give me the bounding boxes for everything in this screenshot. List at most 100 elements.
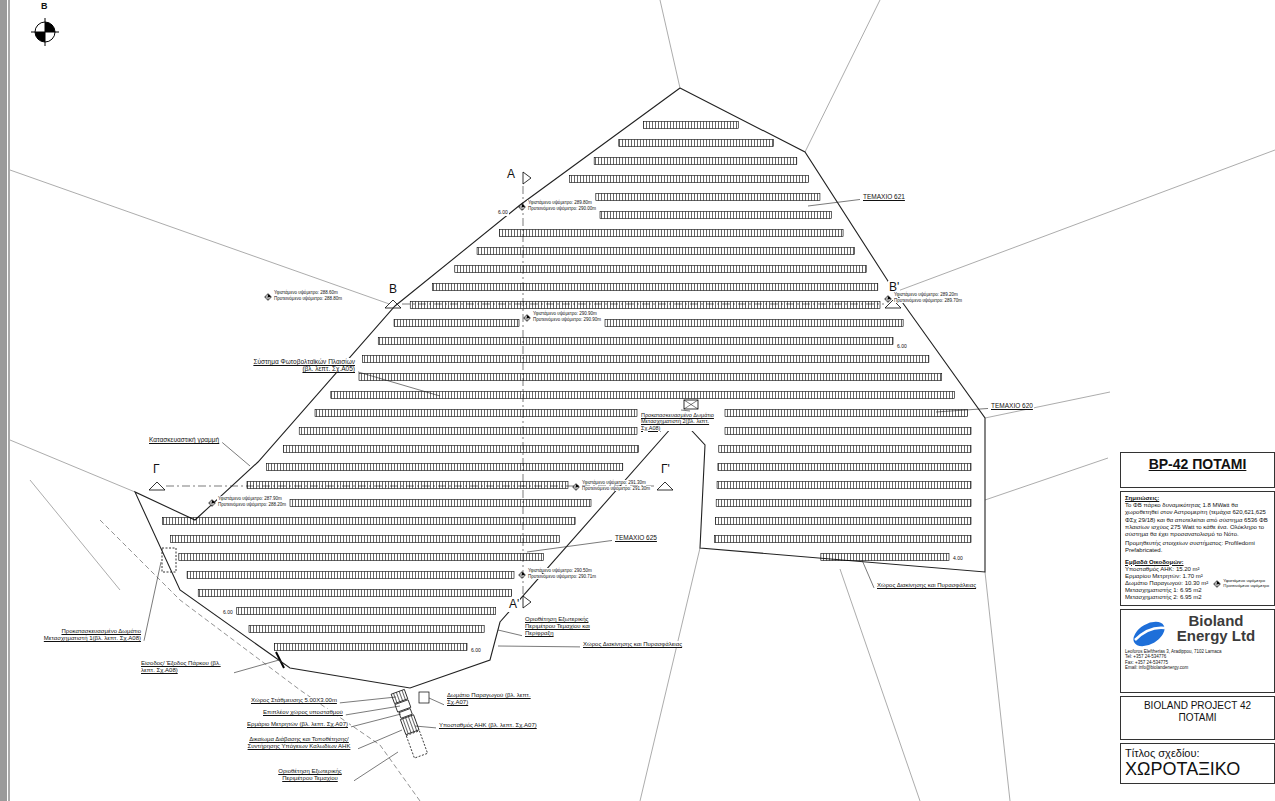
callout-label: Χώρος Στάθμευσης 5.00Χ3.00m xyxy=(250,697,338,704)
pv-panel-row xyxy=(596,194,820,201)
pv-panel-row xyxy=(643,122,738,129)
section-letter: Β xyxy=(388,283,398,297)
elevation-symbol xyxy=(1212,578,1222,590)
elevation-label: Προτεινόμενο υψόμετρο: 291.30m xyxy=(581,486,651,491)
callout-label: Υποσταθμός ΑΗΚ (βλ. λεπτ. Σχ.A07) xyxy=(438,722,538,729)
pv-panel-row xyxy=(299,428,637,435)
title-block-panel: BP-42 ΠΟΤΑΜΙ xyxy=(1120,452,1275,488)
panel-text: Email: info@biolandenergy.com xyxy=(1125,665,1270,670)
leader-line xyxy=(346,706,400,715)
elevation-label: Προτεινόμενο υψόμετρο: 289.70m xyxy=(893,298,963,303)
section-lines xyxy=(166,186,884,594)
pv-panel-row xyxy=(283,446,638,453)
callout-label: Προκατασκευασμένο Δωμάτιο Μετασχηματιστή… xyxy=(640,412,722,431)
section-letter: Α' xyxy=(508,598,520,612)
panel-text: BIOLAND PROJECT 42 ΠΟΤΑΜΙ xyxy=(1125,700,1270,724)
elevation-label: Υφιστάμενο υψόμετρο: 288.60m xyxy=(273,290,339,295)
pv-panel-row xyxy=(359,374,942,381)
section-letter: Γ' xyxy=(660,463,671,477)
leader-line xyxy=(808,199,860,206)
panel-text: Προμηθευτής στοιχείων συστήματος: Profil… xyxy=(1125,540,1270,554)
pv-panel-row xyxy=(719,446,971,453)
elevation-mark xyxy=(518,203,526,211)
parcel-lines xyxy=(10,0,1275,801)
elevation-mark xyxy=(572,483,580,491)
leader-line xyxy=(429,698,444,705)
pv-panel-row xyxy=(267,464,623,471)
pv-panel-row xyxy=(570,176,809,183)
elevation-mark xyxy=(523,314,531,322)
panel-text: Μετασχηματιστής 2: 6.95 m2 xyxy=(1125,594,1202,601)
callout-label: Κατασκευαστική γραμμή xyxy=(148,436,220,443)
pv-panel-row xyxy=(198,590,511,597)
panel-text: Σημειώσεις: xyxy=(1125,495,1270,502)
elevation-label: Προτεινόμενο υψόμετρο: 288.80m xyxy=(273,296,343,301)
pv-panel-row xyxy=(249,626,484,633)
pv-panel-row xyxy=(455,266,866,273)
pv-panel-row xyxy=(499,230,843,237)
elevation-label: Υφιστάμενο υψόμετρο: 289.80m xyxy=(527,200,593,205)
leader-line xyxy=(415,726,436,728)
callout-label: Επιπλέον χώρος υποσταθμού xyxy=(262,709,344,716)
leader-line xyxy=(144,562,161,641)
pv-panel-row xyxy=(187,572,514,579)
pv-panel-row xyxy=(725,428,971,435)
site-fence xyxy=(135,88,985,688)
panel-text: Bioland Energy Ltd xyxy=(1175,613,1257,643)
leader-line xyxy=(936,408,988,412)
section-letter: Β' xyxy=(888,281,900,295)
leader-line xyxy=(358,730,402,749)
elevation-label: Υφιστάμενο υψόμετρο: 290.90m xyxy=(532,311,598,316)
panel-text: Μετασχηματιστής 1: 6.95 m2 xyxy=(1125,587,1202,594)
pv-panel-row xyxy=(600,212,831,219)
pv-panel-row xyxy=(237,608,496,615)
callout-label: Χώρος Διακίνησης και Πυρασφάλειας xyxy=(876,582,977,589)
pv-panel-row xyxy=(315,410,637,417)
elevation-label: Προτεινόμενο υψόμετρο: 290.90m xyxy=(532,317,602,322)
parcel-label: ΤΕΜΑΧΙΟ 625 xyxy=(614,534,658,541)
pv-panel-row xyxy=(274,644,467,651)
callout-label: Σύστημα Φωτοβολταϊκών Πλαισίων (βλ. λεπτ… xyxy=(250,358,356,373)
parcel-label: ΤΕΜΑΧΙΟ 620 xyxy=(990,402,1034,409)
dimension-label: 6.00 xyxy=(497,210,509,216)
callout-label: Δωμάτιο Παραγωγού (βλ. λεπτ. Σχ.A07) xyxy=(446,692,534,706)
leader-line xyxy=(234,660,279,673)
pv-panel-row xyxy=(714,536,971,543)
parcel-label: ΤΕΜΑΧΙΟ 621 xyxy=(862,193,906,200)
pv-panel-row xyxy=(171,536,560,543)
sheet-frame xyxy=(0,0,7,801)
pv-panel-row xyxy=(619,140,774,147)
pv-panel-row xyxy=(179,554,544,561)
title-block-panel: Τίτλος σχεδίου:ΧΩΡΟΤΑΞΙΚΟ xyxy=(1120,743,1275,784)
buildings xyxy=(162,400,698,758)
leader-line xyxy=(222,442,250,466)
legend: Υφιστάμενο υψόμετροΠροτεινόμενο υψόμετρο xyxy=(1212,578,1269,589)
leader-line xyxy=(354,752,398,781)
pv-panel-row xyxy=(725,410,967,417)
elevation-mark xyxy=(884,295,892,303)
panel-text: Tel: +357 24-534776 xyxy=(1125,654,1270,659)
panel-text: Leoforos Eleftherias 3, Aradippou, 7102 … xyxy=(1125,649,1270,654)
legend-text: Προτεινόμενο υψόμετρο xyxy=(1223,583,1269,589)
callout-label: Προκατασκευασμένο Δωμάτιο Μετασχηματιστή… xyxy=(30,628,142,642)
section-letter: Γ xyxy=(152,463,161,477)
pv-panel-row xyxy=(821,554,949,561)
access-road xyxy=(100,520,420,801)
panel-text: Το ΦΒ πάρκο δυναμικότητας 1.8 MWatt θα χ… xyxy=(1125,502,1270,538)
elevation-label: Προτεινόμενο υψόμετρο: 288.20m xyxy=(217,502,287,507)
leader-line xyxy=(358,372,440,396)
dimension-label: 6.00 xyxy=(222,610,234,616)
elevation-label: Υφιστάμενο υψόμετρο: 287.90m xyxy=(217,496,283,501)
callout-label: Οριοθέτηση Εξωτερικής Περιμέτρου Τεμαχίο… xyxy=(268,768,352,782)
panel-text: Δωμάτιο Παραγωγού: 10.30 m² xyxy=(1125,580,1208,587)
pv-panel-row xyxy=(362,356,928,363)
pv-panel-row xyxy=(410,302,880,309)
panel-text: Υποσταθμός ΑΗΚ: 15.20 m² xyxy=(1125,566,1200,573)
title-block-panel: Σημειώσεις:Το ΦΒ πάρκο δυναμικότητας 1.8… xyxy=(1120,491,1275,606)
elevation-label: Υφιστάμενο υψόμετρο: 291.30m xyxy=(581,480,647,485)
company-logo xyxy=(1129,618,1173,650)
pv-panel-row xyxy=(378,338,893,345)
north-letter: Β xyxy=(40,1,49,11)
panel-text: Εμβαδά Οικοδομών: xyxy=(1125,559,1270,566)
pv-panel-row xyxy=(477,248,855,255)
